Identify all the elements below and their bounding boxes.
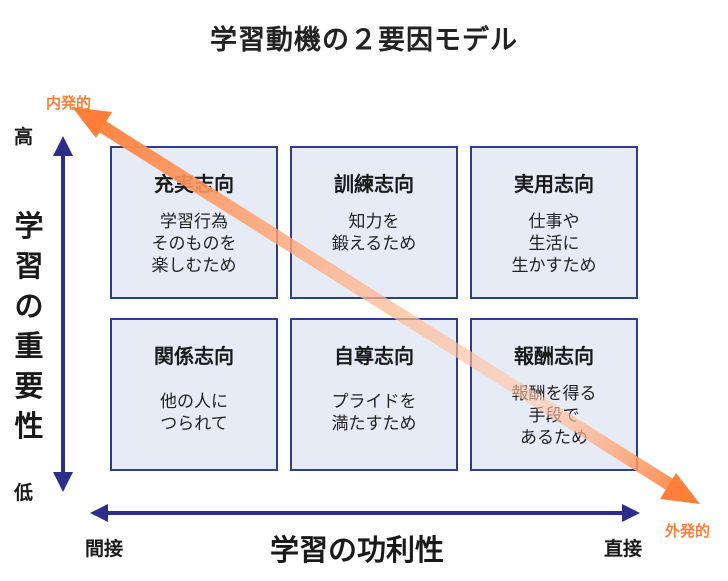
cell-line: プライドを — [331, 392, 417, 412]
cell-title: 実用志向 — [514, 172, 594, 196]
cell-self-esteem: 自尊志向 プライドを 満たすため — [290, 318, 458, 471]
y-axis-low: 低 — [14, 482, 34, 504]
y-axis-title-char: 要 — [14, 369, 44, 403]
cell-line: 満たすため — [331, 414, 417, 434]
y-axis-title-char: の — [14, 289, 44, 323]
cell-title: 報酬志向 — [514, 344, 594, 368]
cell-line: 楽しむため — [151, 256, 237, 276]
extrinsic-label: 外発的 — [665, 522, 711, 540]
cell-relational: 関係志向 他の人に つられて — [110, 318, 278, 471]
cell-line: 鍛えるため — [331, 234, 417, 254]
y-axis-title-char: 性 — [14, 409, 44, 443]
y-axis-title: 学 習 の 重 要 性 — [13, 206, 45, 446]
cell-line: 他の人に — [160, 392, 228, 412]
cell-title: 自尊志向 — [334, 344, 414, 368]
diagonal-arrow — [72, 107, 700, 504]
cell-line: あるため — [520, 428, 588, 448]
y-axis-high: 高 — [14, 126, 34, 148]
cell-training: 訓練志向 知力を 鍛えるため — [290, 146, 458, 299]
x-axis-arrow — [90, 504, 640, 522]
x-axis-left: 間接 — [85, 538, 124, 560]
y-axis-title-char: 習 — [14, 249, 44, 283]
cell-line: 知力を — [348, 212, 400, 232]
cell-line: 仕事や — [528, 212, 580, 232]
arrowhead-top-icon — [72, 107, 112, 138]
y-axis-title-char: 学 — [14, 209, 44, 243]
intrinsic-label: 内発的 — [46, 94, 92, 112]
diagram-title: 学習動機の２要因モデル — [210, 25, 518, 56]
cell-line: つられて — [160, 414, 228, 434]
y-axis-arrow — [53, 136, 73, 492]
cell-line: そのものを — [151, 234, 237, 254]
cell-title: 関係志向 — [154, 344, 234, 368]
cell-title: 訓練志向 — [334, 172, 414, 196]
arrowhead-bottom-icon — [660, 473, 700, 504]
cell-line: 生かすため — [511, 256, 597, 276]
x-axis-title: 学習の功利性 — [270, 533, 445, 567]
x-axis-right: 直接 — [604, 538, 643, 560]
cell-line: 生活に — [528, 234, 580, 254]
y-axis-title-char: 重 — [14, 329, 44, 363]
cell-practical: 実用志向 仕事や 生活に 生かすため — [470, 146, 638, 299]
cell-line: 学習行為 — [160, 212, 228, 232]
